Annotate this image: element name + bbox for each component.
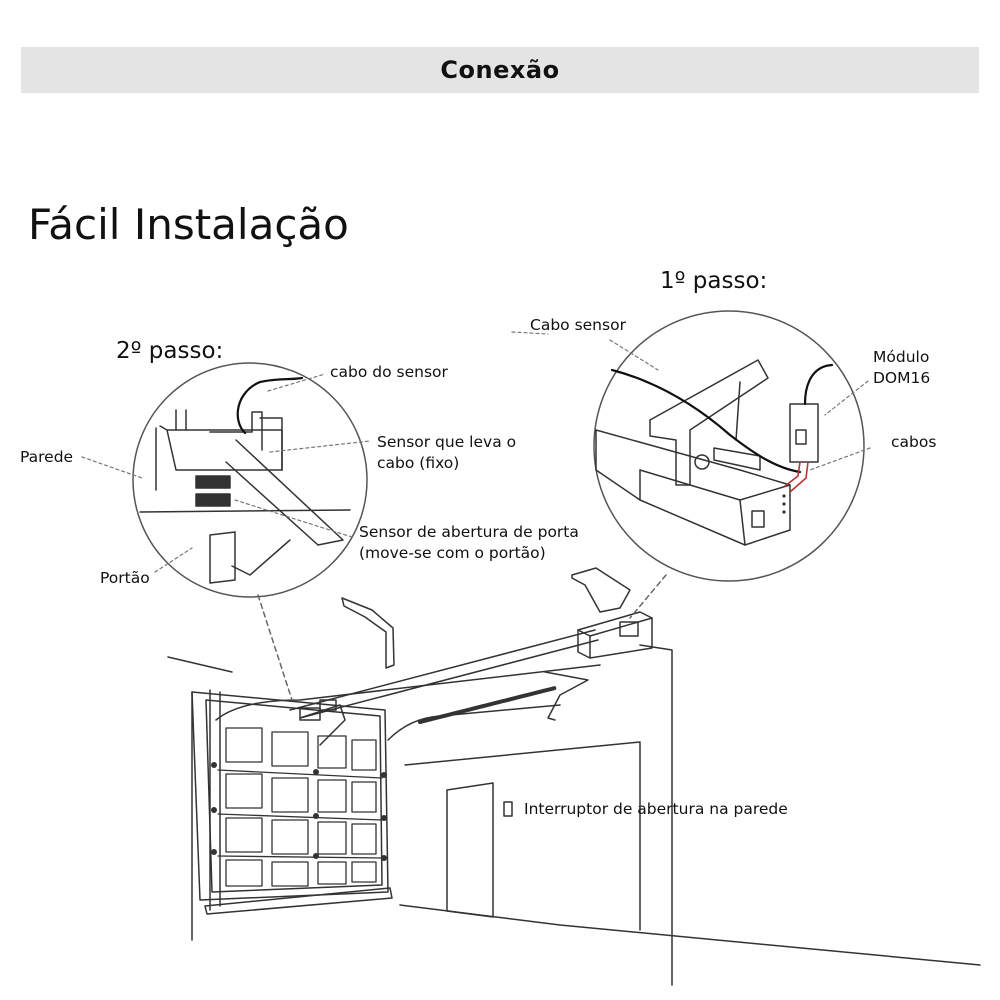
step2-circle	[132, 362, 368, 598]
sensor-cable-1	[610, 368, 802, 474]
step1-title: 1º passo:	[660, 268, 768, 294]
house-door	[446, 782, 494, 918]
door-left-post	[209, 689, 221, 911]
door-hinges	[211, 762, 387, 861]
garage-right-wall	[639, 644, 673, 986]
sensor-cable-2	[236, 376, 304, 435]
label-fixed-sensor-line2: cabo (fixo)	[377, 454, 460, 472]
garage-door-panels	[217, 727, 383, 887]
garage-scene	[167, 567, 981, 986]
step1-circle	[593, 310, 865, 582]
ceiling-rail	[289, 629, 599, 719]
wall-switch	[503, 801, 513, 817]
label-fixed-sensor-line1: Sensor que leva o	[377, 433, 517, 451]
torsion-spring	[418, 686, 557, 724]
label-wall: Parede	[20, 448, 74, 466]
opener-unit	[571, 567, 653, 659]
door-bottom	[204, 887, 393, 915]
trolley	[319, 699, 337, 711]
hanging-bracket	[341, 597, 395, 669]
label-door-sensor-line1: Sensor de abertura de porta	[359, 523, 579, 541]
label-sensor-cable-2: cabo do sensor	[330, 363, 448, 381]
label-sensor-cable-1: Cabo sensor	[530, 316, 626, 334]
dom16-module	[789, 403, 819, 463]
module-cables	[784, 461, 809, 493]
spring-bracket	[544, 671, 589, 721]
door-track-left	[215, 664, 601, 721]
door-sensor-small	[299, 707, 321, 721]
step2-title: 2º passo:	[116, 338, 224, 364]
step1-circle-group	[511, 310, 871, 619]
label-door-sensor-line2: (move-se com o portão)	[359, 544, 546, 562]
door-frame	[191, 691, 389, 901]
header-bar: Conexão	[21, 47, 979, 93]
label-module-line1: Módulo	[873, 348, 930, 366]
opener-hanger	[571, 567, 631, 613]
main-title: Fácil Instalação	[28, 200, 349, 249]
label-module-line2: DOM16	[873, 369, 931, 387]
door-sensor	[195, 493, 231, 507]
garage-ceiling-left	[167, 656, 233, 673]
label-cables: cabos	[891, 433, 937, 451]
step1-connector	[629, 574, 667, 619]
door-frame-inner	[205, 699, 383, 893]
door-arm	[299, 704, 346, 746]
step2-circle-group	[81, 362, 371, 701]
header-title: Conexão	[440, 56, 560, 84]
step2-connector	[257, 594, 293, 701]
garage-inner-wall	[404, 741, 641, 931]
garage-floor-right	[399, 904, 981, 966]
label-gate: Portão	[100, 569, 150, 587]
label-wall-switch: Interruptor de abertura na parede	[524, 800, 788, 818]
fixed-sensor	[195, 475, 231, 489]
module-antenna	[803, 363, 834, 406]
